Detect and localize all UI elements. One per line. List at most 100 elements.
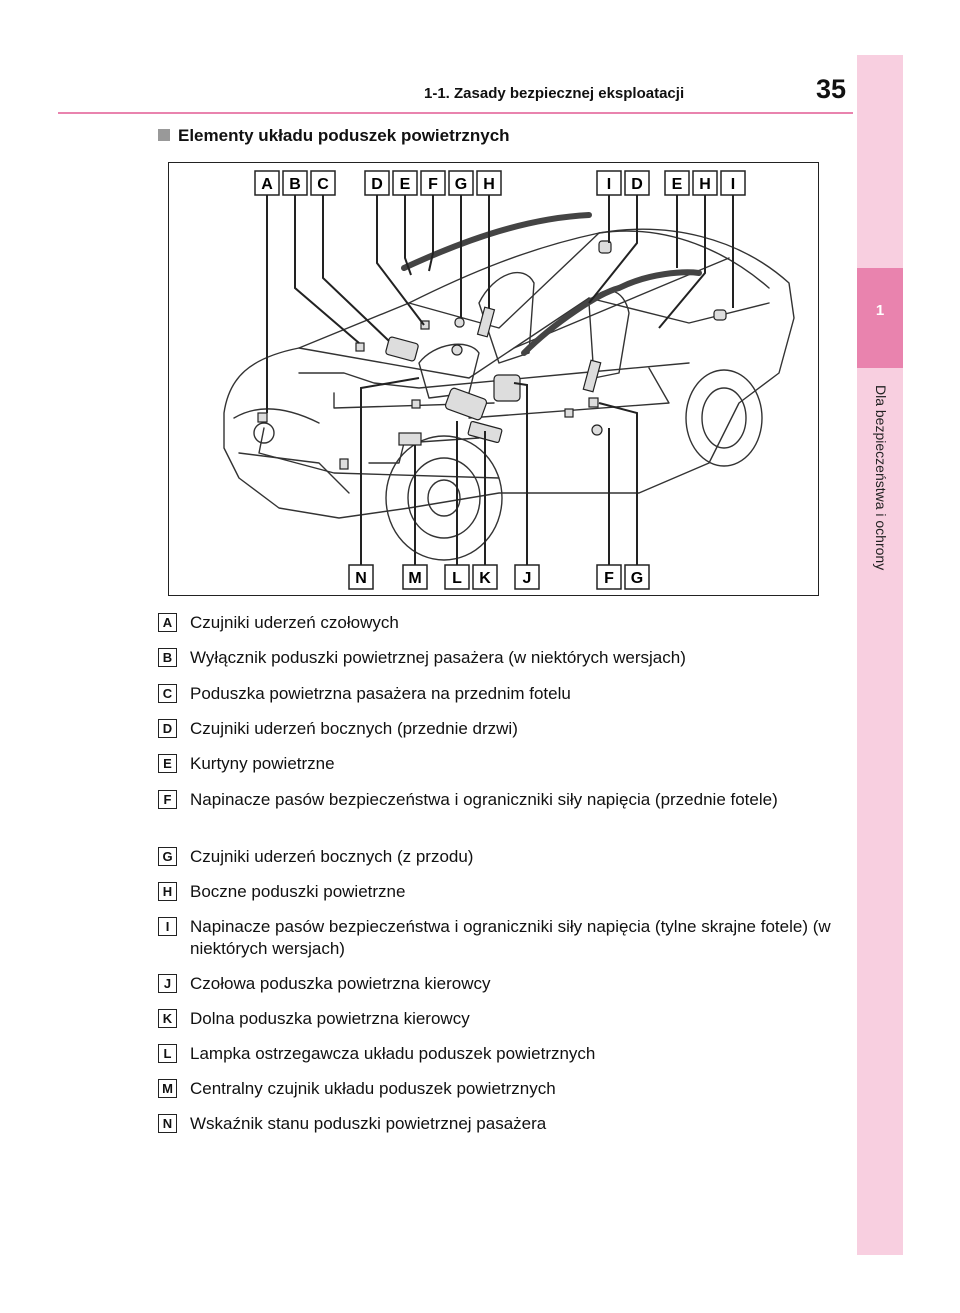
top-callout-label: D — [631, 176, 643, 193]
legend-letter-badge: D — [158, 719, 177, 738]
chapter-header-title: 1-1. Zasady bezpiecznej eksploatacji — [424, 85, 685, 102]
callout-leader-line — [294, 195, 360, 344]
top-callout-label: I — [731, 176, 735, 193]
bottom-callout-label-frame — [472, 564, 498, 590]
bottom-callout-label-frame — [402, 564, 428, 590]
top-callout-label: D — [371, 176, 383, 193]
bottom-callout-label: N — [355, 570, 367, 587]
section-title-text: Elementy układu poduszek powietrznych — [178, 126, 510, 145]
top-callout-label-frame — [720, 170, 746, 196]
legend-item: J Czołowa poduszka powietrzna kierowcy — [158, 973, 870, 995]
bottom-callout-label-frame — [514, 564, 540, 590]
callout-leader-line — [588, 195, 638, 304]
top-callout-label: F — [428, 176, 438, 193]
legend-item-text: Czujniki uderzeń bocznych (z przodu) — [190, 847, 474, 866]
bottom-callout-label: J — [523, 570, 532, 587]
top-callout-label: G — [455, 176, 467, 193]
top-callout-label-frame — [282, 170, 308, 196]
bottom-callout-label: K — [479, 570, 491, 587]
legend-item: C Poduszka powietrzna pasażera na przedni… — [158, 683, 870, 705]
bottom-callout-label: G — [631, 570, 643, 587]
bottom-callout-label: M — [408, 570, 421, 587]
legend-item-text: Napinacze pasów bezpieczeństwa i ogranic… — [190, 790, 778, 809]
legend-letter-badge: K — [158, 1009, 177, 1028]
legend-item: H Boczne poduszki powietrzne — [158, 881, 870, 903]
legend-letter-badge: N — [158, 1114, 177, 1133]
top-callout-label: B — [289, 176, 301, 193]
chapter-tab[interactable]: 1 — [857, 268, 903, 368]
chapter-sidebar — [857, 55, 903, 1255]
callout-leader-line — [598, 402, 638, 565]
callout-leader-line — [360, 377, 420, 565]
legend-item-text: Kurtyny powietrzne — [190, 754, 335, 773]
legend-letter-badge: B — [158, 648, 177, 667]
top-callout-label-frame — [420, 170, 446, 196]
header-rule — [58, 112, 853, 114]
section-title: Elementy układu poduszek powietrznych — [158, 126, 510, 146]
legend-letter-badge: E — [158, 754, 177, 773]
legend-item: L Lampka ostrzegawcza układu poduszek pow… — [158, 1043, 870, 1065]
top-callout-label: I — [607, 176, 611, 193]
legend-letter-badge: G — [158, 847, 177, 866]
top-callout-label: H — [699, 176, 711, 193]
legend-letter-badge: J — [158, 974, 177, 993]
legend-item-text: Poduszka powietrzna pasażera na przednim… — [190, 684, 571, 703]
page-number: 35 — [816, 74, 847, 104]
callout-leader-line — [513, 382, 528, 565]
legend-item-text: Napinacze pasów bezpieczeństwa i ogranic… — [190, 917, 831, 958]
legend-item: B Wyłącznik poduszki powietrznej pasażera… — [158, 647, 870, 669]
bottom-callout-label-frame — [624, 564, 650, 590]
legend-item: E Kurtyny powietrzne — [158, 753, 870, 775]
legend-item: F Napinacze pasów bezpieczeństwa i ograni… — [158, 789, 870, 811]
top-callout-label: A — [261, 176, 273, 193]
top-callout-label-frame — [664, 170, 690, 196]
top-callout-label-frame — [596, 170, 622, 196]
top-callout-label-frame — [364, 170, 390, 196]
legend-item-text: Czujniki uderzeń bocznych (przednie drzw… — [190, 719, 518, 738]
legend-item: N Wskaźnik stanu poduszki powietrznej pas… — [158, 1113, 870, 1135]
legend-item: D Czujniki uderzeń bocznych (przednie drz… — [158, 718, 870, 740]
top-callout-label: E — [400, 176, 411, 193]
callout-leader-line — [428, 195, 434, 272]
top-callout-label: H — [483, 176, 495, 193]
chapter-tab-number: 1 — [875, 302, 885, 319]
legend-item-text: Czołowa poduszka powietrzna kierowcy — [190, 974, 491, 993]
callout-leader-line — [404, 195, 412, 276]
legend-letter-badge: M — [158, 1079, 177, 1098]
top-callout-label-frame — [392, 170, 418, 196]
legend-item-text: Czujniki uderzeń czołowych — [190, 613, 399, 632]
legend-item: M Centralny czujnik układu poduszek powie… — [158, 1078, 870, 1100]
top-callout-label: C — [317, 176, 329, 193]
top-callout-label: E — [672, 176, 683, 193]
legend-item: K Dolna poduszka powietrzna kierowcy — [158, 1008, 870, 1030]
top-callout-label-frame — [310, 170, 336, 196]
bottom-callout-label: L — [452, 570, 462, 587]
legend-item-text: Wskaźnik stanu poduszki powietrznej pasa… — [190, 1114, 547, 1133]
top-callout-label-frame — [476, 170, 502, 196]
bottom-callout-label-frame — [596, 564, 622, 590]
legend-letter-badge: A — [158, 613, 177, 632]
legend-item: G Czujniki uderzeń bocznych (z przodu) — [158, 846, 870, 868]
bottom-callout-label: F — [604, 570, 614, 587]
callout-leader-line — [658, 195, 706, 329]
callout-leader-line — [376, 195, 425, 326]
legend-letter-badge: F — [158, 790, 177, 809]
chapter-sidebar-label: Dla bezpieczeństwa i ochrony — [873, 385, 889, 571]
legend-item-text: Dolna poduszka powietrzna kierowcy — [190, 1009, 470, 1028]
bottom-callout-label-frame — [444, 564, 470, 590]
callout-leader-line — [322, 195, 390, 342]
legend-item-text: Boczne poduszki powietrzne — [190, 882, 406, 901]
top-callout-label-frame — [692, 170, 718, 196]
bottom-callout-label-frame — [348, 564, 374, 590]
legend-letter-badge: H — [158, 882, 177, 901]
legend-letter-badge: L — [158, 1044, 177, 1063]
legend-letter-badge: C — [158, 684, 177, 703]
legend-item-text: Wyłącznik poduszki powietrznej pasażera … — [190, 648, 686, 667]
legend-item-text: Lampka ostrzegawcza układu poduszek powi… — [190, 1044, 596, 1063]
top-callout-label-frame — [254, 170, 280, 196]
legend-item-text: Centralny czujnik układu poduszek powiet… — [190, 1079, 556, 1098]
top-callout-label-frame — [448, 170, 474, 196]
